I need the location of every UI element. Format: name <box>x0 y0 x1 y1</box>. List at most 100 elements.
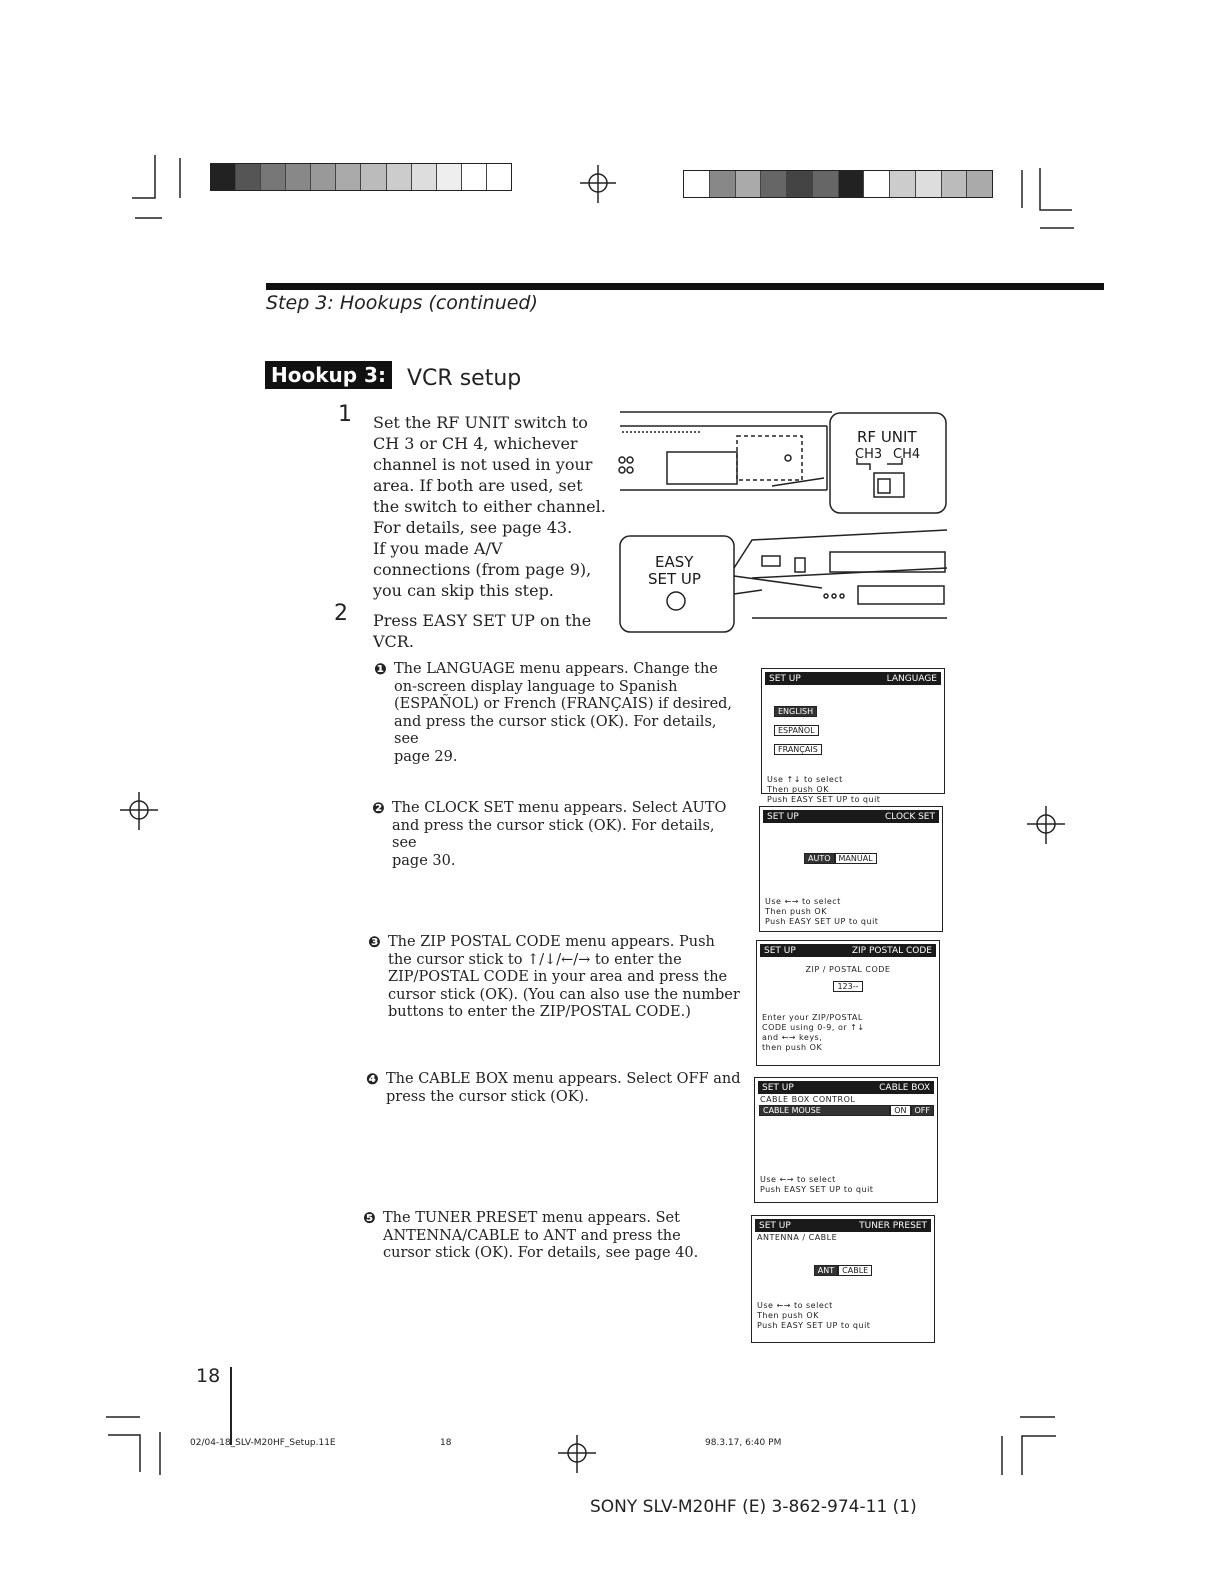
file-page: 18 <box>440 1438 452 1448</box>
substep-line: The ZIP POSTAL CODE menu appears. Push <box>388 934 715 950</box>
step-line: Press EASY SET UP on the <box>373 611 592 630</box>
cable-label: CABLE BOX CONTROL <box>760 1095 856 1104</box>
step-line: area. If both are used, set <box>373 476 583 495</box>
header-rule <box>266 283 1104 290</box>
help-line: and ←→ keys, <box>762 1033 823 1042</box>
help-line: Then push OK <box>765 907 827 916</box>
step-bullet-icon: ❹ <box>366 1070 379 1088</box>
step-line: you can skip this step. <box>373 581 554 600</box>
page-title: Step 3: Hookups (continued) <box>266 292 538 314</box>
step-line: For details, see page 43. <box>373 518 573 537</box>
step-line: the switch to either channel. <box>373 497 606 516</box>
help-line: Enter your ZIP/POSTAL <box>762 1013 863 1022</box>
option-ant: ANT <box>813 1265 839 1276</box>
screen-title-bar: SET UP LANGUAGE <box>765 672 941 685</box>
substep-language: ❶ The LANGUAGE menu appears. Change the … <box>374 660 744 766</box>
screen-menu-name: ZIP POSTAL CODE <box>851 945 932 956</box>
easy-setup-label: EASY <box>655 553 694 571</box>
hookup-badge: Hookup 3: <box>265 361 392 389</box>
cable-mouse-row: CABLE MOUSE <box>759 1105 891 1116</box>
screen-menu-name: CABLE BOX <box>879 1082 930 1093</box>
step-2-text: Press EASY SET UP on the VCR. <box>373 610 613 652</box>
substep-line: ANTENNA/CABLE to ANT and press the <box>383 1227 681 1244</box>
option-manual: MANUAL <box>834 853 877 864</box>
substep-clock: ❷ The CLOCK SET menu appears. Select AUT… <box>372 799 742 870</box>
vcr-illustration <box>618 411 948 633</box>
file-name: 02/04-18_SLV-M20HF_Setup.11E <box>190 1438 336 1448</box>
screen-menu-name: CLOCK SET <box>884 811 935 822</box>
language-menu-screen: SET UP LANGUAGE ENGLISH ESPAÑOL FRANÇAIS… <box>761 668 945 804</box>
substep-line: The TUNER PRESET menu appears. Set <box>383 1210 680 1226</box>
tuner-label: ANTENNA / CABLE <box>757 1233 838 1242</box>
step-line: VCR. <box>373 632 414 651</box>
substep-line: cursor stick (OK). (You can also use the… <box>388 986 740 1003</box>
step-number: 2 <box>334 601 348 626</box>
substep-line: (ESPAÑOL) or French (FRANÇAIS) if desire… <box>394 696 733 712</box>
help-line: Then push OK <box>757 1311 819 1320</box>
screen-title: SET UP <box>769 673 801 684</box>
color-registration-bar-right <box>683 170 993 198</box>
help-line: Use ←→ to select <box>757 1301 833 1310</box>
step-bullet-icon: ❷ <box>372 799 385 817</box>
help-line: Use ←→ to select <box>765 897 841 906</box>
screen-title-bar: SET UP TUNER PRESET <box>755 1219 931 1232</box>
help-line: then push OK <box>762 1043 823 1052</box>
substep-line: The CLOCK SET menu appears. Select AUTO <box>392 800 727 816</box>
option-english: ENGLISH <box>774 706 818 717</box>
option-cable: CABLE <box>838 1265 873 1276</box>
ch3-label: CH3 <box>855 447 883 462</box>
zip-value: 123-- <box>833 981 863 992</box>
step-line: connections (from page 9), <box>373 560 592 579</box>
step-bullet-icon: ❸ <box>368 933 381 951</box>
help-line: Use ↑↓ to select <box>767 775 843 784</box>
substep-line: press the cursor stick (OK). <box>386 1088 589 1105</box>
registration-target-icon <box>120 165 1065 1473</box>
help-line: Push EASY SET UP to quit <box>757 1321 871 1330</box>
substep-line: and press the cursor stick (OK). For det… <box>392 817 715 852</box>
step-bullet-icon: ❶ <box>374 660 387 678</box>
screen-title-bar: SET UP CABLE BOX <box>758 1081 934 1094</box>
substep-line: and press the cursor stick (OK). For det… <box>394 713 717 748</box>
screen-title: SET UP <box>762 1082 794 1093</box>
help-line: CODE using 0-9, or ↑↓ <box>762 1023 865 1032</box>
option-espanol: ESPAÑOL <box>774 725 819 736</box>
help-line: Use ←→ to select <box>760 1175 836 1184</box>
screen-menu-name: TUNER PRESET <box>859 1220 927 1231</box>
help-line: Then push OK <box>767 785 829 794</box>
substep-line: buttons to enter the ZIP/POSTAL CODE.) <box>388 1004 691 1020</box>
help-line: Push EASY SET UP to quit <box>767 795 881 804</box>
option-francais: FRANÇAIS <box>774 744 822 755</box>
substep-cable: ❹ The CABLE BOX menu appears. Select OFF… <box>366 1070 744 1106</box>
option-auto: AUTO <box>804 853 835 864</box>
substep-line: page 29. <box>394 748 458 765</box>
substep-line: The LANGUAGE menu appears. Change the <box>394 661 718 677</box>
screen-menu-name: LANGUAGE <box>886 673 937 684</box>
timestamp: 98.3.17, 6:40 PM <box>705 1438 782 1448</box>
substep-tuner: ❺ The TUNER PRESET menu appears. Set ANT… <box>363 1209 733 1263</box>
substep-line: ZIP/POSTAL CODE in your area and press t… <box>388 969 728 985</box>
easy-setup-label: SET UP <box>648 570 701 588</box>
ch4-label: CH4 <box>893 447 921 462</box>
page-number-rule <box>230 1367 232 1445</box>
help-line: Push EASY SET UP to quit <box>765 917 879 926</box>
substep-line: on-screen display language to Spanish <box>394 678 678 695</box>
screen-title-bar: SET UP CLOCK SET <box>763 810 939 823</box>
step-number: 1 <box>338 402 352 427</box>
step-1-text: Set the RF UNIT switch to CH 3 or CH 4, … <box>373 412 613 601</box>
screen-title: SET UP <box>759 1220 791 1231</box>
substep-line: The CABLE BOX menu appears. Select OFF a… <box>386 1071 741 1087</box>
step-line: channel is not used in your <box>373 455 593 474</box>
page-number: 18 <box>196 1365 221 1387</box>
substep-line: cursor stick (OK). For details, see page… <box>383 1245 699 1261</box>
option-off: OFF <box>910 1105 934 1116</box>
substep-zip: ❸ The ZIP POSTAL CODE menu appears. Push… <box>368 933 742 1022</box>
step-line: Set the RF UNIT switch to <box>373 413 588 432</box>
rf-unit-label: RF UNIT <box>857 428 917 446</box>
substep-line: the cursor stick to ↑/↓/←/→ to enter the <box>388 951 682 968</box>
step-bullet-icon: ❺ <box>363 1209 376 1227</box>
zip-label: ZIP / POSTAL CODE <box>805 965 891 974</box>
model-number: SONY SLV-M20HF (E) 3-862-974-11 (1) <box>590 1497 917 1517</box>
